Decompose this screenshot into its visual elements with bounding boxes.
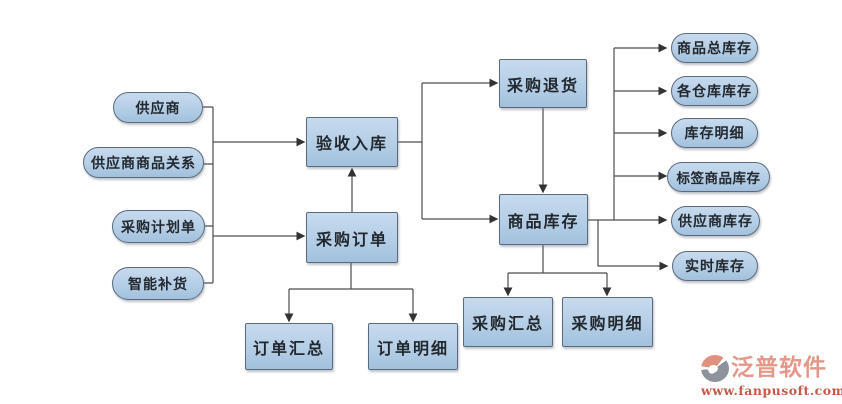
node-order-detail: 订单明细 [368,323,458,370]
fanpu-logo-icon [701,355,729,382]
node-tagged-product-inventory: 标签商品库存 [667,162,770,192]
vendor-brand-name: 泛普软件 [731,355,827,381]
node-supplier-inventory: 供应商库存 [671,206,760,236]
node-total-product-inventory: 商品总库存 [671,33,758,63]
vendor-website-url: www.fanpusoft.com [701,383,842,398]
node-supplier: 供应商 [113,92,203,123]
node-smart-replenishment: 智能补货 [112,267,204,300]
node-supplier-product-relation: 供应商商品关系 [83,147,204,178]
node-purchase-order: 采购订单 [306,212,398,263]
node-warehouse-inventory: 各仓库库存 [671,76,758,106]
node-order-summary: 订单汇总 [245,323,333,370]
node-inventory-detail: 库存明细 [671,118,758,148]
vendor-logo: 泛普软件 www.fanpusoft.com [701,355,842,398]
node-acceptance-inbound: 验收入库 [306,117,398,167]
node-purchase-plan: 采购计划单 [112,210,205,243]
node-purchase-detail: 采购明细 [562,297,653,347]
node-purchase-summary: 采购汇总 [463,297,553,347]
node-realtime-inventory: 实时库存 [672,251,758,281]
node-purchase-return: 采购退货 [499,59,587,108]
node-product-inventory: 商品库存 [499,194,588,245]
